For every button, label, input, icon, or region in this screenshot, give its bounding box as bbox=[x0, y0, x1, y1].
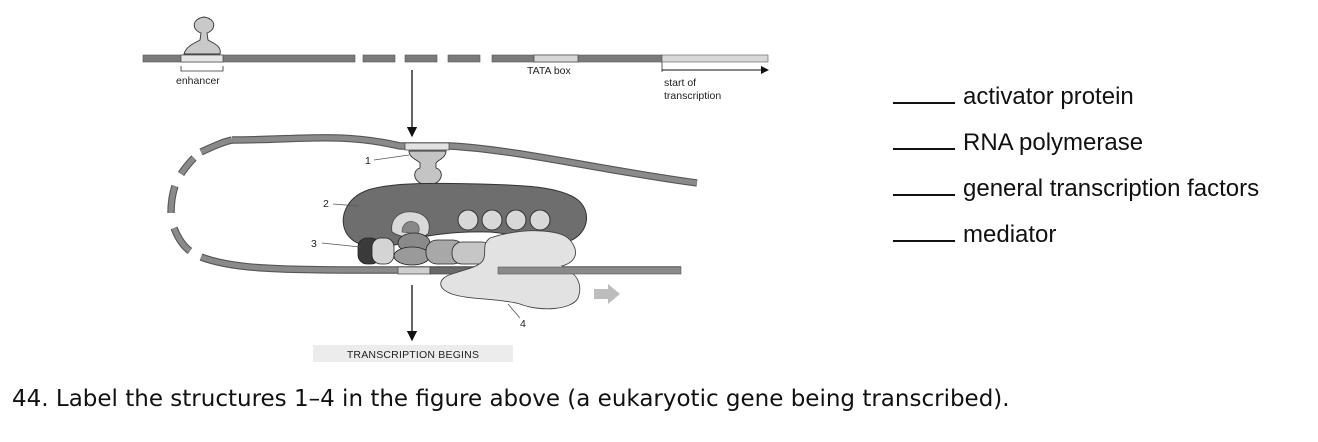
enhancer-segment bbox=[180, 54, 224, 63]
tata-box-label: TATA box bbox=[527, 65, 572, 77]
answer-option: general transcription factors bbox=[893, 174, 1259, 220]
answer-option-label: mediator bbox=[963, 221, 1057, 248]
answer-blank[interactable] bbox=[893, 174, 955, 196]
transcription-begins-label: TRANSCRIPTION BEGINS bbox=[347, 349, 479, 361]
answer-option-label: general transcription factors bbox=[963, 175, 1260, 202]
activator-protein-1 bbox=[408, 150, 447, 186]
transcription-begins-bg bbox=[313, 345, 513, 362]
subunit-circles bbox=[457, 209, 551, 231]
top-activator-protein bbox=[183, 16, 221, 55]
answer-option-label: RNA polymerase bbox=[963, 129, 1144, 156]
label-1: 1 bbox=[365, 155, 371, 167]
label-3-leader bbox=[321, 242, 361, 248]
answer-blank[interactable] bbox=[893, 128, 955, 150]
enhancer-bracket bbox=[180, 66, 224, 72]
label-2: 2 bbox=[323, 198, 329, 210]
answer-options-list: activator protein RNA polymerase general… bbox=[893, 82, 1259, 266]
top-dna-strand bbox=[142, 54, 769, 63]
answer-option-label: activator protein bbox=[963, 83, 1134, 110]
answer-blank[interactable] bbox=[893, 82, 955, 104]
label-4-leader bbox=[507, 303, 521, 319]
answer-option: mediator bbox=[893, 220, 1259, 266]
bottom-strand-overlay bbox=[497, 266, 682, 275]
answer-option: RNA polymerase bbox=[893, 128, 1259, 174]
start-of-label-line1: start of bbox=[664, 77, 696, 89]
loop-tata-segment bbox=[397, 266, 431, 275]
start-of-label-line2: transcription bbox=[664, 90, 721, 102]
direction-arrow-icon bbox=[594, 284, 620, 304]
label-2-leader bbox=[332, 203, 359, 207]
tata-box-segment bbox=[533, 54, 579, 63]
loop-enhancer-segment bbox=[404, 142, 450, 151]
mediator-inner-channel bbox=[401, 221, 420, 235]
label-1-leader bbox=[373, 154, 410, 161]
looped-dna bbox=[167, 134, 698, 274]
label-4: 4 bbox=[520, 318, 526, 330]
answer-option: activator protein bbox=[893, 82, 1259, 128]
enhancer-label: enhancer bbox=[176, 75, 220, 87]
transcription-diagram: enhancer TATA box start of transcription bbox=[142, 16, 769, 362]
answer-blank[interactable] bbox=[893, 220, 955, 242]
general-transcription-factors-3 bbox=[357, 232, 493, 266]
label-3: 3 bbox=[311, 238, 317, 250]
question-text: 44. Label the structures 1–4 in the figu… bbox=[12, 386, 1010, 412]
